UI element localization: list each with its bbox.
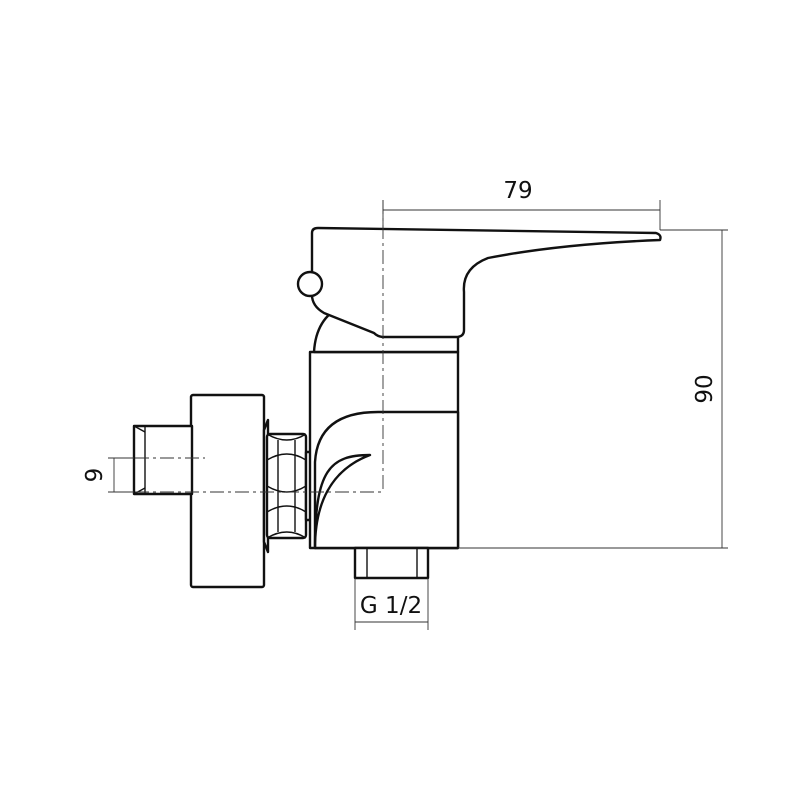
dimension-height-label: 90 xyxy=(692,374,718,403)
wall-flange xyxy=(189,393,266,589)
centerlines xyxy=(110,200,384,493)
dimension-thread-label: G 1/2 xyxy=(360,593,422,619)
dimension-offset-label: 9 xyxy=(82,468,108,483)
dimension-offset: 9 xyxy=(82,457,134,493)
mixer-body xyxy=(308,350,460,550)
dimension-height: 90 xyxy=(458,229,728,549)
hex-nut xyxy=(262,418,308,554)
inlet-thread xyxy=(132,424,194,496)
outlet-thread xyxy=(353,546,430,580)
lever-handle xyxy=(296,226,662,339)
dimension-thread: G 1/2 xyxy=(354,578,429,630)
dimension-width-label: 79 xyxy=(503,178,532,204)
dimension-width: 79 xyxy=(382,178,661,230)
